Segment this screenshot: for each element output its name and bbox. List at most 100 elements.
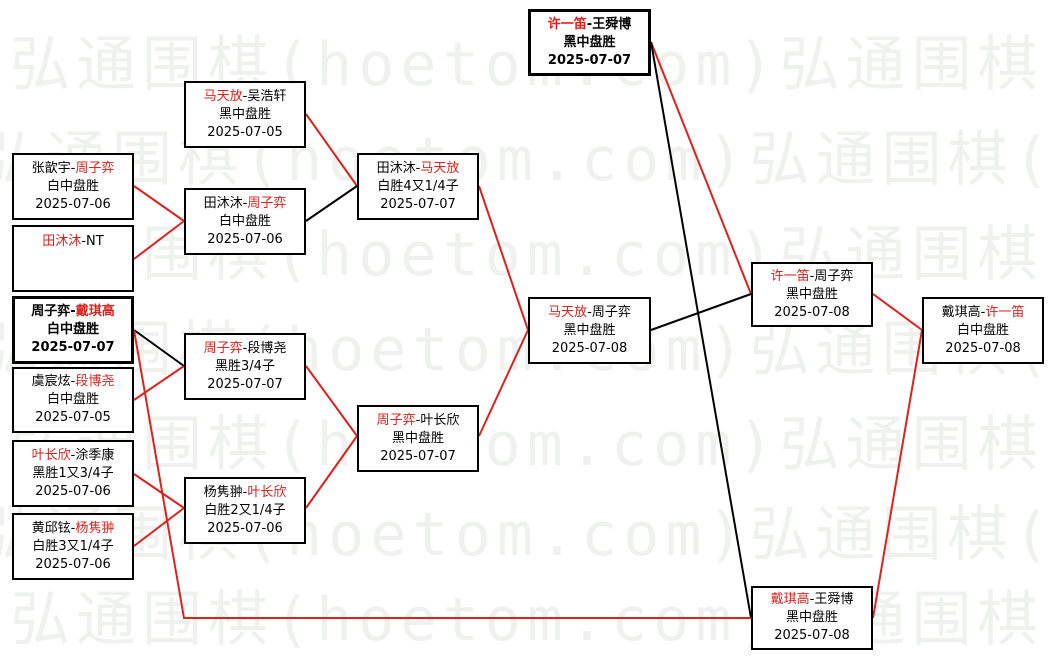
match-box: 田沐沐-马天放 白胜4又1/4子 2025-07-07	[357, 153, 479, 220]
connector-g16-g17	[872, 329, 923, 619]
player-a-name: 田沐沐	[42, 234, 82, 249]
match-date: 2025-07-08	[551, 340, 628, 356]
connector-g14-g15	[650, 293, 752, 331]
connector-g2-g8	[133, 220, 185, 260]
player-b-name: 周子弈	[247, 195, 287, 211]
connector-g3-g9	[133, 329, 185, 367]
match-result: 黑胜1又3/4子	[32, 465, 114, 481]
connector-g9-g12	[305, 365, 358, 437]
player-b-name: 戴琪高	[75, 304, 115, 319]
player-a-name: 周子弈	[203, 340, 243, 356]
match-date: 2025-07-06	[207, 231, 283, 247]
player-b-name: 周子弈	[591, 304, 631, 320]
player-a-name: 许一笛	[547, 16, 587, 32]
match-box: 许一笛-周子弈 黑中盘胜 2025-07-08	[751, 262, 873, 327]
player-b-name: 叶长欣	[420, 412, 460, 428]
player-a-name: 虞宸炫	[31, 374, 71, 389]
match-date: 2025-07-08	[774, 628, 850, 643]
player-a-name: 许一笛	[770, 268, 810, 284]
match-box: 周子弈-戴琪高 白中盘胜 2025-07-07	[12, 296, 134, 364]
match-box: 虞宸炫-段博尧 白中盘胜 2025-07-05	[12, 367, 134, 433]
match-date: 2025-07-07	[380, 448, 456, 464]
player-b-name: 段博尧	[247, 340, 287, 356]
match-result: 白中盘胜	[46, 392, 99, 407]
player-b-name: 吴浩轩	[247, 88, 287, 104]
player-b-name: 许一笛	[985, 304, 1025, 320]
match-box: 戴琪高-许一笛 白中盘胜 2025-07-08	[922, 297, 1044, 364]
match-box: 马天放-周子弈 黑中盘胜 2025-07-08	[528, 297, 651, 364]
connector-g12-g14	[478, 329, 529, 437]
player-a-name: 张歆宇	[31, 160, 71, 176]
player-a-name: 田沐沐	[376, 160, 416, 176]
connector-g13-g15	[650, 41, 752, 295]
connector-g7-g11	[305, 113, 358, 187]
match-date: 2025-07-08	[945, 340, 1021, 356]
match-box: 许一笛-王舜博 黑中盘胜 2025-07-07	[528, 9, 651, 76]
connector-g13-g16	[650, 41, 752, 619]
connector-g10-g12	[305, 435, 358, 509]
match-result: 黑中盘胜	[218, 106, 271, 122]
player-b-name: 段博尧	[75, 374, 115, 389]
match-result: 白中盘胜	[956, 322, 1009, 338]
match-result: 黑胜3/4子	[215, 358, 275, 374]
match-box: 田沐沐-周子弈 白中盘胜 2025-07-06	[184, 188, 306, 255]
match-date: 2025-07-07	[380, 196, 456, 212]
player-a-name: 叶长欣	[31, 447, 71, 463]
player-a-name: 黄邱铉	[31, 520, 71, 536]
match-date: 2025-07-07	[207, 376, 283, 392]
match-result: 黑中盘胜	[785, 610, 838, 625]
match-box: 张歆宇-周子弈 白中盘胜 2025-07-06	[12, 153, 134, 220]
match-result: 黑中盘胜	[563, 322, 616, 338]
match-result: 白胜3又1/4子	[32, 538, 114, 554]
player-a-name: 马天放	[548, 304, 588, 320]
match-result: 白中盘胜	[46, 178, 99, 194]
match-result: 白胜2又1/4子	[204, 502, 286, 518]
player-a-name: 田沐沐	[203, 195, 243, 211]
player-a-name: 戴琪高	[770, 592, 810, 607]
match-box: 周子弈-段博尧 黑胜3/4子 2025-07-07	[184, 333, 306, 400]
match-date: 2025-07-05	[207, 124, 283, 140]
player-a-name: 周子弈	[31, 304, 71, 319]
match-result: 白中盘胜	[218, 213, 271, 229]
player-b-name: NT	[86, 234, 104, 249]
match-box: 黄邱铉-杨隽翀 白胜3又1/4子 2025-07-06	[12, 513, 134, 580]
player-b-name: 叶长欣	[247, 484, 287, 500]
connector-g8-g11	[305, 185, 358, 222]
player-b-name: 周子弈	[814, 268, 854, 284]
match-date: 2025-07-07	[547, 52, 632, 68]
match-date: 2025-07-06	[35, 196, 111, 212]
match-result: 白胜4又1/4子	[377, 178, 459, 194]
player-b-name: 周子弈	[75, 160, 115, 176]
player-b-name: 杨隽翀	[75, 520, 115, 536]
match-box: 戴琪高-王舜博 黑中盘胜 2025-07-08	[751, 586, 873, 650]
connector-g15-g17	[872, 293, 923, 331]
match-date: 2025-07-07	[31, 340, 115, 355]
match-box: 周子弈-叶长欣 黑中盘胜 2025-07-07	[357, 405, 479, 472]
connector-g5-g10	[133, 473, 185, 509]
player-b-name: 王舜博	[592, 16, 632, 32]
connector-g4-g9	[133, 365, 185, 401]
match-box: 叶长欣-涂季康 黑胜1又3/4子 2025-07-06	[12, 440, 134, 507]
match-result: 黑中盘胜	[785, 286, 838, 302]
connector-g1-g8	[133, 185, 185, 222]
player-a-name: 杨隽翀	[203, 484, 243, 500]
player-b-name: 王舜博	[814, 592, 854, 607]
player-a-name: 周子弈	[376, 412, 416, 428]
match-result: 黑中盘胜	[391, 430, 444, 446]
connector-g11-g14	[478, 185, 529, 331]
connector-g3-g16	[133, 329, 751, 619]
match-date: 2025-07-06	[207, 520, 283, 536]
player-a-name: 戴琪高	[941, 304, 981, 320]
player-b-name: 涂季康	[75, 447, 115, 463]
match-date: 2025-07-06	[35, 483, 111, 499]
player-a-name: 马天放	[203, 88, 243, 104]
match-date: 2025-07-08	[774, 304, 850, 320]
match-date: 2025-07-05	[35, 410, 111, 425]
match-box: 田沐沐-NT	[12, 225, 134, 292]
player-b-name: 马天放	[420, 160, 460, 176]
match-box: 杨隽翀-叶长欣 白胜2又1/4子 2025-07-06	[184, 477, 306, 544]
match-result: 白中盘胜	[46, 322, 99, 337]
match-date: 2025-07-06	[35, 556, 111, 572]
match-box: 马天放-吴浩轩 黑中盘胜 2025-07-05	[184, 81, 306, 148]
